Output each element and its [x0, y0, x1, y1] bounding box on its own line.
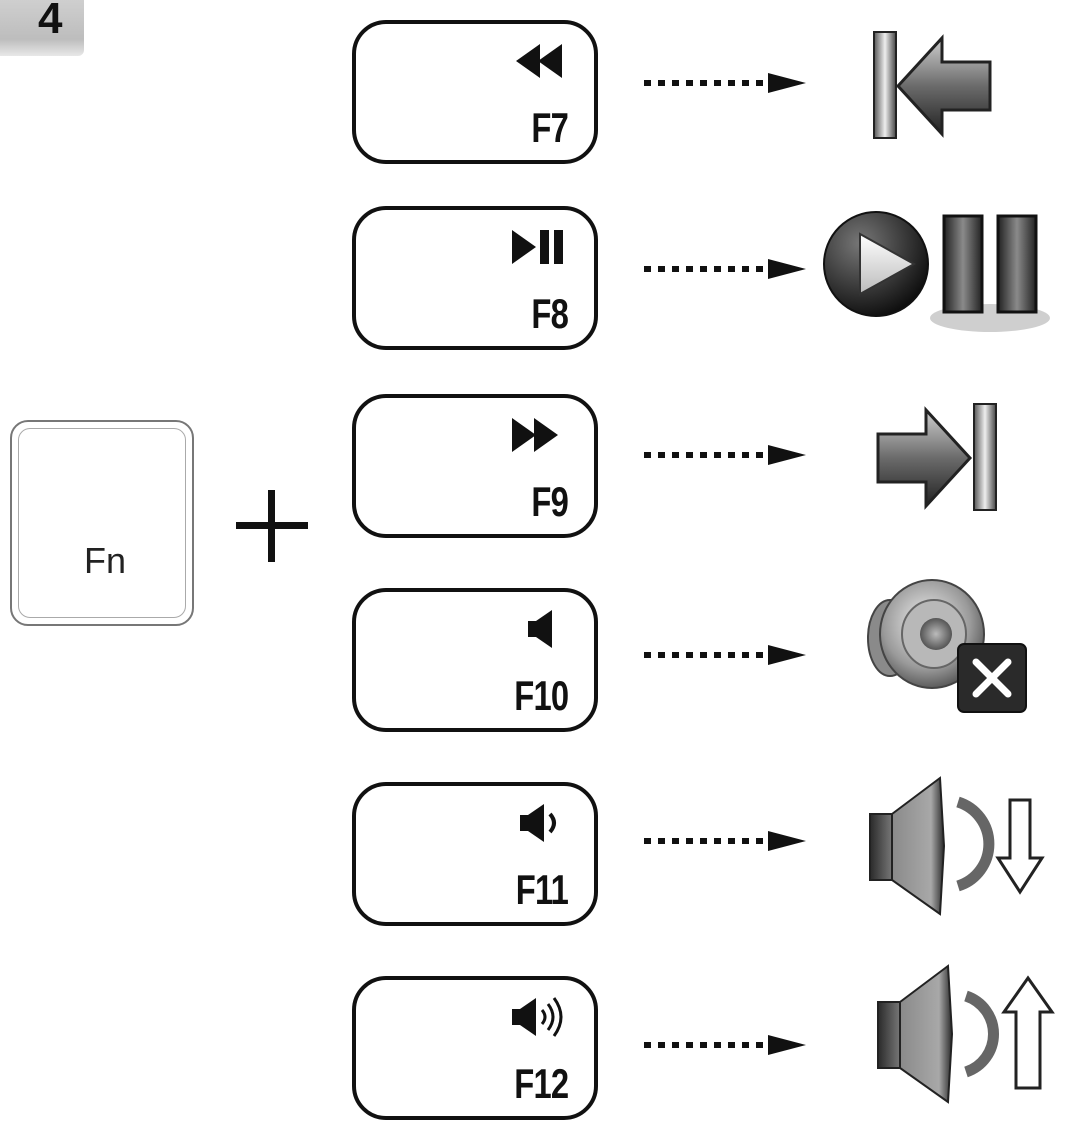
arrow-icon — [644, 831, 806, 851]
fkey-f8: F8 — [352, 206, 598, 350]
plus-icon — [236, 490, 308, 562]
fkey-f10-label: F10 — [513, 672, 569, 719]
fkey-f9: F9 — [352, 394, 598, 538]
fkey-f9-label: F9 — [531, 478, 568, 525]
arrow-icon — [644, 73, 806, 93]
arrow-icon — [644, 259, 806, 279]
arrow-icon — [644, 445, 806, 465]
volume-up-icon — [877, 964, 1055, 1104]
fkey-f12-label: F12 — [513, 1060, 569, 1107]
arrow-icon — [644, 1035, 806, 1055]
step-badge: 4 — [0, 0, 84, 56]
step-number: 4 — [38, 0, 63, 43]
volume-high-icon — [512, 997, 563, 1037]
fkey-f12: F12 — [352, 976, 598, 1120]
fkey-f11: F11 — [352, 782, 598, 926]
fn-key-label: Fn — [84, 540, 127, 581]
fkey-f7: F7 — [352, 20, 598, 164]
previous-track-icon — [873, 31, 992, 139]
arrow-icon — [644, 645, 806, 665]
speaker-icon — [528, 610, 552, 648]
rewind-icon — [516, 44, 562, 78]
fkey-f10: F10 — [352, 588, 598, 732]
fkey-f8-label: F8 — [531, 290, 568, 337]
fast-forward-icon — [512, 418, 558, 452]
fkey-f7-label: F7 — [531, 104, 568, 151]
next-track-icon — [876, 403, 997, 511]
fn-key: Fn — [10, 420, 194, 626]
fkey-f11-label: F11 — [515, 866, 569, 913]
volume-low-icon — [520, 804, 556, 842]
mute-speaker-icon — [867, 579, 1027, 713]
play-pause-icon — [512, 230, 563, 264]
volume-down-icon — [869, 776, 1045, 916]
play-pause-media-icon — [823, 211, 1050, 332]
